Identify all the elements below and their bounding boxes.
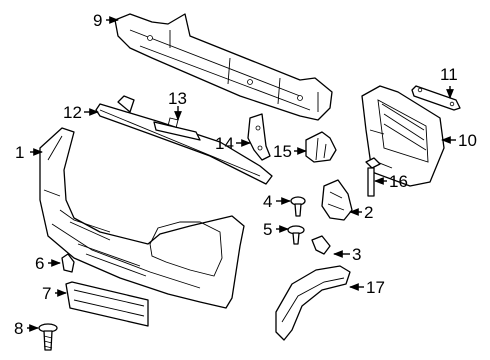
callout-4: 4	[263, 192, 291, 211]
part-11-small-bar	[411, 85, 461, 111]
part-6-cap	[61, 253, 75, 273]
callout-6: 6	[35, 254, 61, 273]
callout-label: 17	[366, 278, 385, 297]
callout-label: 1	[15, 143, 24, 162]
callout-16: 16	[374, 172, 408, 191]
callout-12: 12	[63, 103, 99, 122]
callout-label: 3	[352, 245, 361, 264]
part-1-bumper-cover	[39, 127, 245, 309]
callout-label: 4	[263, 192, 272, 211]
part-16-bolt	[365, 157, 381, 197]
callout-label: 8	[14, 319, 23, 338]
callout-label: 6	[35, 254, 44, 273]
callout-17: 17	[349, 278, 385, 297]
callout-5: 5	[263, 220, 289, 239]
callout-9: 9	[93, 11, 119, 30]
callout-label: 2	[364, 203, 373, 222]
callout-label: 13	[168, 89, 187, 108]
callout-label: 12	[63, 103, 82, 122]
callout-label: 16	[389, 172, 408, 191]
part-7-license-bracket	[65, 281, 149, 327]
callout-13: 13	[168, 89, 187, 121]
part-5-push-fastener	[287, 225, 305, 245]
callout-14: 14	[215, 134, 251, 153]
callout-2: 2	[349, 203, 373, 222]
part-3-clip	[311, 235, 331, 255]
part-12-absorber-strip	[95, 95, 273, 185]
part-9-reinforcement-bar	[114, 13, 333, 121]
part-15-side-bracket	[305, 131, 337, 163]
part-13-bracket	[153, 117, 201, 141]
callout-1: 1	[15, 143, 43, 162]
part-14-mounting-bracket	[247, 113, 271, 161]
part-10-inlet-housing	[361, 85, 445, 187]
callout-8: 8	[14, 319, 39, 338]
callout-label: 9	[93, 11, 102, 30]
callout-11: 11	[440, 65, 458, 99]
callout-label: 7	[42, 284, 51, 303]
callout-label: 10	[458, 131, 477, 150]
callout-15: 15	[273, 142, 307, 161]
callout-3: 3	[333, 245, 361, 264]
callout-10: 10	[441, 131, 477, 150]
callout-7: 7	[42, 284, 67, 303]
callout-label: 15	[273, 142, 292, 161]
callout-label: 11	[440, 65, 458, 84]
part-8-screw	[38, 323, 58, 351]
part-4-screw	[290, 196, 306, 217]
callout-label: 14	[215, 134, 234, 153]
part-17-wheel-molding	[275, 265, 351, 341]
callout-label: 5	[263, 220, 272, 239]
part-2-corner-bracket	[321, 179, 353, 221]
